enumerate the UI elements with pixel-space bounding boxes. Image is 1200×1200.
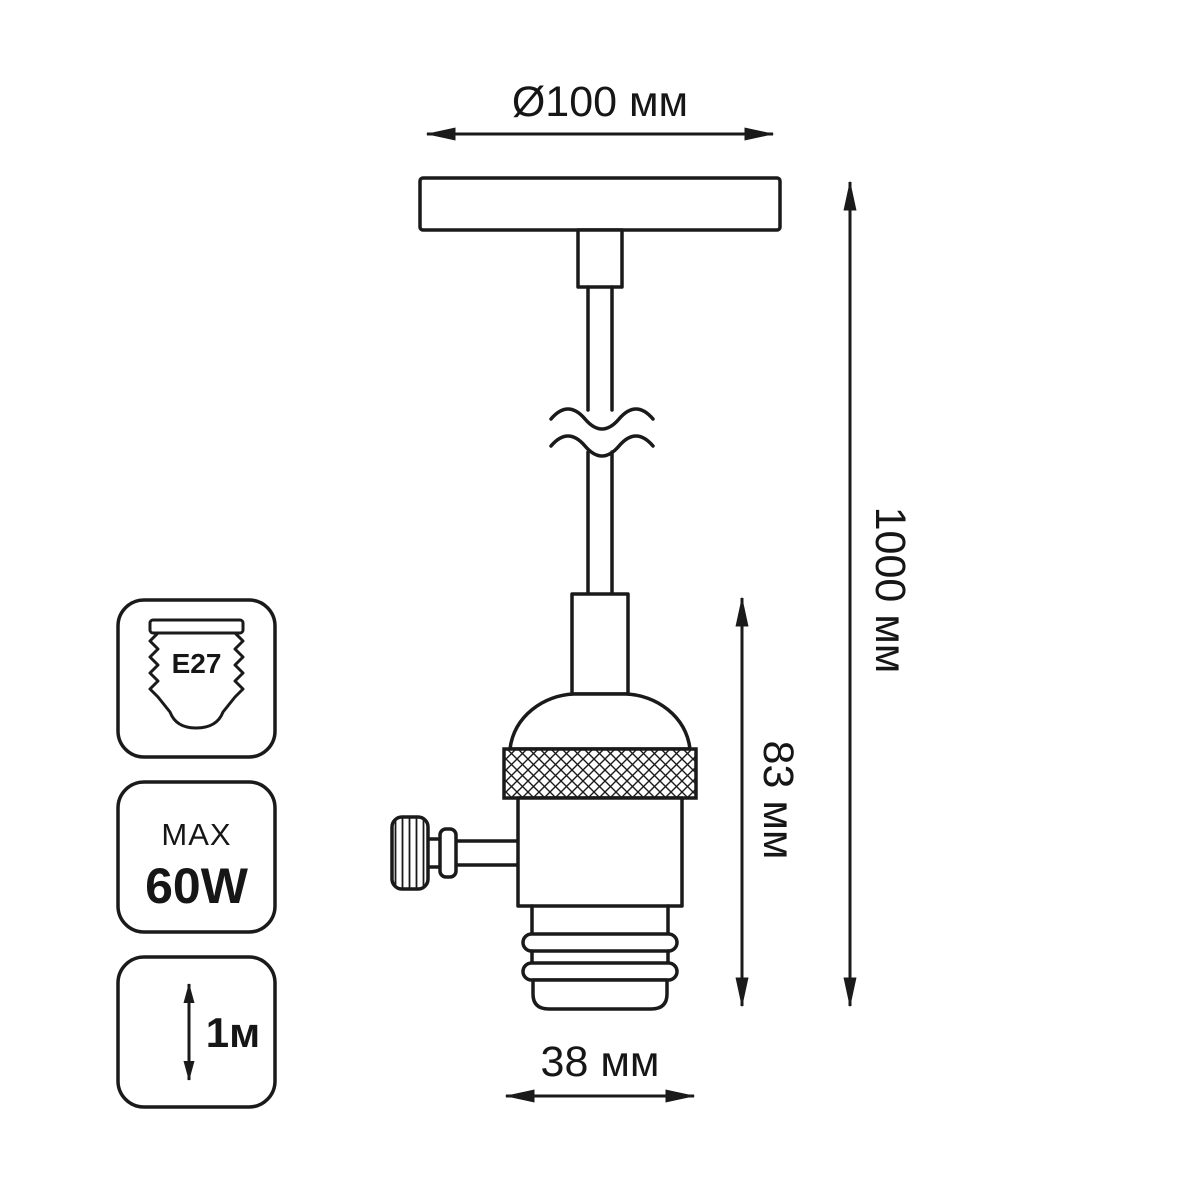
cord — [586, 285, 614, 598]
badge-socket-type: E27 — [116, 598, 277, 759]
knurled-ring — [502, 747, 698, 800]
dimension-plate-diameter: Ø100 мм — [425, 78, 775, 141]
switch-knob — [390, 815, 527, 891]
badge-cord-length: 1м — [116, 955, 277, 1109]
socket-base-rings — [521, 904, 679, 1011]
socket-type-label: E27 — [172, 648, 222, 679]
socket-diameter-label: 38 мм — [541, 1038, 660, 1086]
cord-break-icon — [549, 407, 655, 458]
dimension-total-length: 1000 мм — [843, 180, 914, 1008]
socket-bottom-cap — [531, 978, 669, 1011]
dimension-socket-height: 83 мм — [735, 596, 802, 1008]
socket-dome — [508, 692, 692, 751]
badge-max-power: MAX 60W — [116, 780, 277, 934]
socket-height-label: 83 мм — [754, 741, 802, 860]
plate-diameter-label: Ø100 мм — [512, 78, 688, 126]
dimension-socket-diameter: 38 мм — [504, 1038, 696, 1103]
total-length-label: 1000 мм — [866, 507, 914, 674]
ceiling-plate — [418, 176, 782, 232]
max-power-value: 60W — [145, 858, 249, 914]
cord-grip — [576, 228, 624, 289]
switch-flange — [438, 827, 458, 879]
max-label: MAX — [161, 817, 231, 852]
switch-stem — [453, 839, 527, 867]
cord-length-label: 1м — [206, 1009, 260, 1056]
socket-body — [516, 796, 684, 908]
switch-knurled-knob — [390, 815, 430, 891]
lamp-base-icon — [148, 618, 245, 730]
socket-neck — [570, 592, 630, 696]
